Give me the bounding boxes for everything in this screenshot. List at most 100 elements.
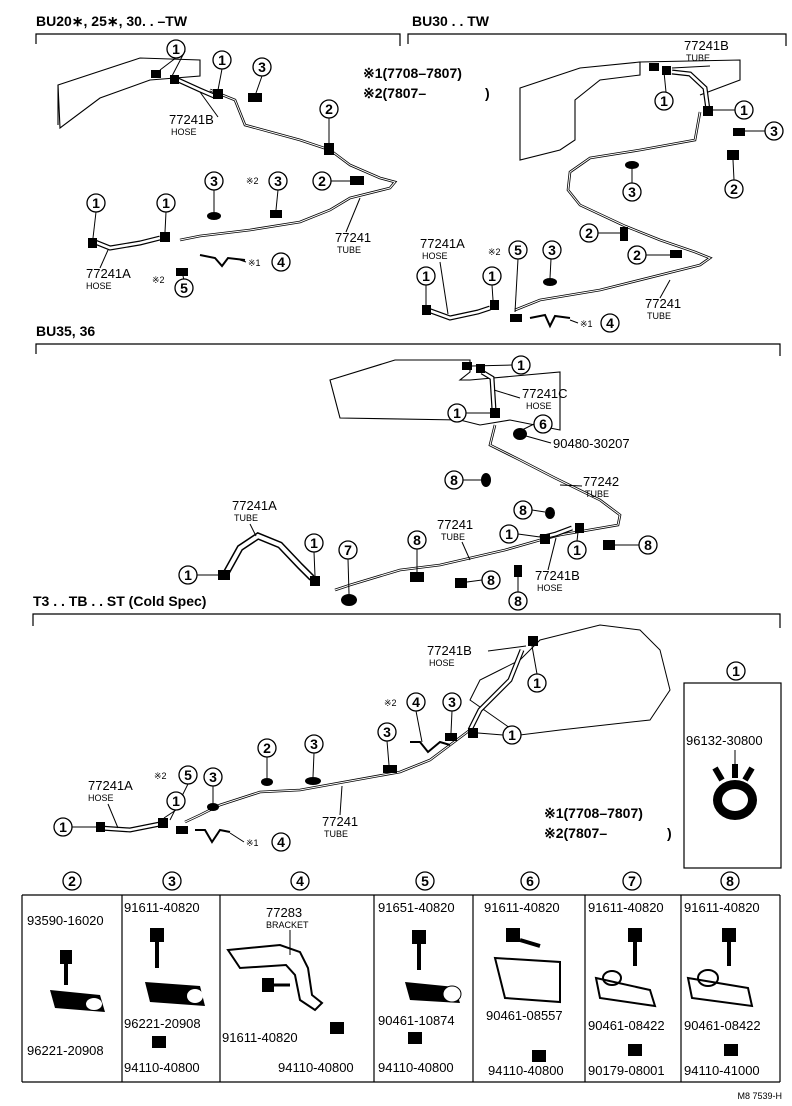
part-number: 90461-08422 bbox=[684, 1018, 761, 1033]
mark-2: ※2 bbox=[384, 698, 397, 708]
part-label: 77241B bbox=[684, 38, 729, 53]
callout-8: 8 bbox=[413, 532, 421, 548]
nut-icon bbox=[532, 1050, 546, 1062]
callout-8: 8 bbox=[450, 472, 458, 488]
clamp-icon bbox=[594, 976, 657, 1008]
mark-1: ※1 bbox=[248, 258, 261, 268]
table-header-4: 4 bbox=[296, 873, 304, 889]
hose-77241b bbox=[468, 649, 524, 731]
nut-icon bbox=[152, 1036, 166, 1048]
part-label: 77241A bbox=[232, 498, 277, 513]
nut-icon bbox=[724, 1044, 738, 1056]
part-label: 77241 bbox=[437, 517, 473, 532]
bracket bbox=[199, 254, 246, 268]
table-header-7: 7 bbox=[628, 873, 636, 889]
part-label-word: HOSE bbox=[537, 583, 563, 593]
table-header-8: 8 bbox=[726, 873, 734, 889]
callout-4: 4 bbox=[277, 254, 285, 270]
callout-1: 1 bbox=[172, 793, 180, 809]
callout-1: 1 bbox=[488, 268, 496, 284]
part-number: 94110-40800 bbox=[378, 1060, 454, 1075]
callout-4: 4 bbox=[412, 694, 420, 710]
engine-outline bbox=[469, 624, 671, 736]
part-number: 94110-41000 bbox=[684, 1063, 760, 1078]
tube-77241a bbox=[223, 533, 314, 580]
clamp bbox=[151, 70, 161, 78]
section-bu20: BU20∗, 25∗, 30. . –TW 1 bbox=[35, 13, 401, 298]
part-label: 77241C bbox=[522, 386, 568, 401]
part-label: 90480-30207 bbox=[553, 436, 630, 451]
part-number: 91611-40820 bbox=[222, 1030, 298, 1045]
table-header-6: 6 bbox=[526, 873, 534, 889]
part-label: 77241B bbox=[169, 112, 214, 127]
callout-5: 5 bbox=[180, 280, 188, 296]
part-number: 94110-40800 bbox=[488, 1063, 564, 1078]
part-label-word: HOSE bbox=[429, 658, 455, 668]
part-label: 77283 bbox=[266, 905, 302, 920]
callout-3: 3 bbox=[548, 242, 556, 258]
callout-8: 8 bbox=[644, 537, 652, 553]
part-label: 77242 bbox=[583, 474, 619, 489]
detail-box-clamp bbox=[683, 682, 782, 869]
part-label-word: TUBE bbox=[647, 311, 671, 321]
clamp bbox=[170, 75, 179, 84]
part-number: 91611-40820 bbox=[124, 900, 200, 915]
table-header-5: 5 bbox=[421, 873, 429, 889]
callout-2: 2 bbox=[325, 101, 333, 117]
tube-77241 bbox=[184, 728, 471, 824]
part-number: 91611-40820 bbox=[684, 900, 760, 915]
table-header-3: 3 bbox=[168, 873, 176, 889]
callout-3: 3 bbox=[310, 736, 318, 752]
mark-1: ※1 bbox=[246, 838, 259, 848]
bolt-icon bbox=[722, 928, 736, 942]
hose-77241a bbox=[427, 306, 491, 320]
clip bbox=[324, 143, 334, 155]
part-number: 94110-40800 bbox=[124, 1060, 200, 1075]
section-title-t3: T3 . . TB . . ST (Cold Spec) bbox=[33, 593, 206, 609]
callout-1: 1 bbox=[218, 52, 226, 68]
callout-3: 3 bbox=[770, 123, 778, 139]
note-2: ※2(7807– bbox=[363, 85, 426, 101]
clamp bbox=[207, 212, 221, 220]
clamp bbox=[270, 210, 282, 218]
note-1: ※1(7708–7807) bbox=[363, 65, 462, 81]
part-label: 77241B bbox=[427, 643, 472, 658]
callout-3: 3 bbox=[628, 184, 636, 200]
note-2: ※2(7807– bbox=[544, 825, 607, 841]
part-label: 77241B bbox=[535, 568, 580, 583]
part-label-word: TUBE bbox=[234, 513, 258, 523]
section-bu35: BU35, 36 1 77241C HOSE bbox=[35, 323, 781, 611]
callout-3: 3 bbox=[383, 724, 391, 740]
section-bu30tw: BU30 . . TW 77241B TUBE 1 bbox=[407, 13, 787, 333]
table-header-2: 2 bbox=[68, 873, 76, 889]
part-label: 77241 bbox=[322, 814, 358, 829]
nut-icon bbox=[330, 1022, 344, 1034]
part-label-word: TUBE bbox=[686, 53, 710, 63]
detail-callout-1: 1 bbox=[732, 663, 740, 679]
callout-6: 6 bbox=[539, 416, 547, 432]
callout-4: 4 bbox=[606, 315, 614, 331]
bolt-icon bbox=[506, 928, 520, 942]
part-number: 96221-20908 bbox=[27, 1043, 104, 1058]
mark-2: ※2 bbox=[152, 275, 165, 285]
clamp-icon bbox=[686, 976, 754, 1008]
part-number: 96132-30800 bbox=[686, 733, 763, 748]
mark-1: ※1 bbox=[580, 319, 593, 329]
part-label-word: HOSE bbox=[422, 251, 448, 261]
part-label-word: TUBE bbox=[441, 532, 465, 542]
hose-77241b bbox=[671, 70, 710, 111]
part-label-word: TUBE bbox=[324, 829, 348, 839]
callout-4: 4 bbox=[277, 834, 285, 850]
section-title-bu35: BU35, 36 bbox=[36, 323, 95, 339]
callout-5: 5 bbox=[514, 242, 522, 258]
callout-2: 2 bbox=[633, 247, 641, 263]
callout-1: 1 bbox=[310, 535, 318, 551]
bolt-icon bbox=[60, 950, 72, 964]
callout-5: 5 bbox=[184, 767, 192, 783]
callout-8: 8 bbox=[514, 593, 522, 609]
callout-1: 1 bbox=[184, 567, 192, 583]
callout-1: 1 bbox=[660, 93, 668, 109]
part-number: 94110-40800 bbox=[278, 1060, 354, 1075]
part-number: 90461-08422 bbox=[588, 1018, 665, 1033]
bolt-icon bbox=[628, 928, 642, 942]
